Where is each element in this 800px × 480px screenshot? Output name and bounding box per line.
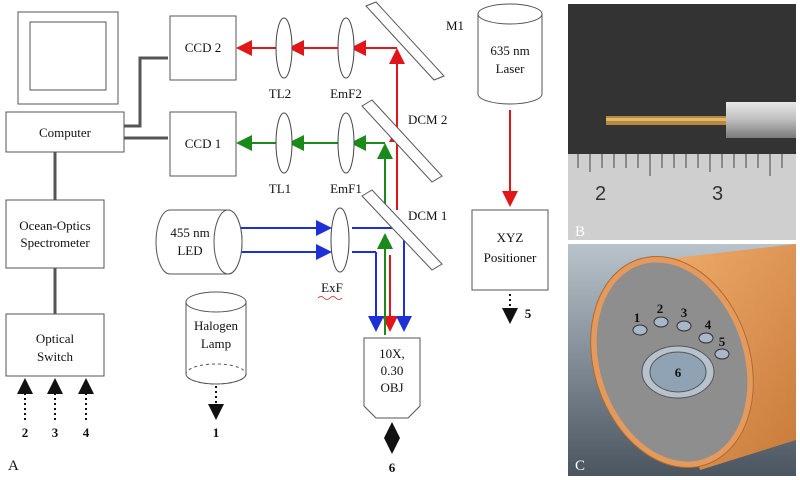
laser-source: 635 nm Laser — [477, 3, 543, 105]
spectrometer-box: Ocean-Optics Spectrometer — [5, 199, 105, 269]
panel-c-label: C — [575, 458, 585, 474]
obj-label-1: 10X, — [379, 346, 405, 361]
m1-label: M1 — [446, 18, 464, 33]
laser-label-2: Laser — [496, 61, 526, 76]
dcm1-mirror — [361, 189, 443, 271]
emf1-lens — [337, 112, 355, 174]
tl2-lens — [275, 17, 293, 79]
panel-a-label: A — [8, 458, 19, 474]
spectrometer-label-2: Spectrometer — [20, 235, 90, 250]
emf2-lens — [337, 17, 355, 79]
tl1-label: TL1 — [269, 181, 291, 196]
optical-switch-label-2: Switch — [37, 349, 74, 364]
ruler-label-3: 3 — [712, 183, 723, 205]
fiber-1-label: 1 — [634, 310, 641, 325]
port-1-label: 1 — [213, 425, 220, 440]
ccd2-label: CCD 2 — [185, 40, 221, 55]
fiber-3-label: 3 — [681, 305, 688, 320]
computer-label: Computer — [39, 125, 92, 140]
tl2-label: TL2 — [269, 86, 291, 101]
fiber-2-label: 2 — [657, 301, 664, 316]
tl1-lens — [275, 112, 293, 174]
xyz-positioner-box: XYZ Positioner — [471, 209, 549, 291]
ccd2-box: CCD 2 — [169, 15, 237, 81]
blue-beams — [240, 220, 412, 332]
halogen-label-2: Lamp — [201, 336, 231, 351]
red-beams — [236, 40, 518, 332]
panel-b-label: B — [575, 224, 585, 240]
ruler-ticks — [577, 154, 783, 176]
led-label-1: 455 nm — [170, 225, 209, 240]
panel-c-probe-render — [568, 244, 796, 476]
monitor-icon — [17, 11, 119, 105]
emf1-label: EmF1 — [330, 181, 362, 196]
port-6-label: 6 — [389, 460, 396, 475]
green-beams — [236, 135, 393, 335]
laser-label-1: 635 nm — [490, 43, 529, 58]
switch-port-arrows — [17, 378, 94, 420]
ccd1-label: CCD 1 — [185, 136, 221, 151]
fiber-5-label: 5 — [719, 334, 726, 349]
ruler-label-2: 2 — [595, 183, 606, 205]
port-5-label: 5 — [525, 306, 532, 321]
emf2-label: EmF2 — [330, 86, 362, 101]
halogen-label-1: Halogen — [194, 318, 239, 333]
xyz-label-1: XYZ — [497, 230, 524, 245]
optical-switch-box: Optical Switch — [5, 313, 105, 377]
led-label-2: LED — [177, 243, 202, 258]
obj-label-2: 0.30 — [381, 363, 404, 378]
port-2-label: 2 — [22, 425, 29, 440]
spell-underline-exf — [317, 296, 343, 300]
dcm1-label: DCM 1 — [408, 208, 447, 223]
objective: 10X, 0.30 OBJ — [363, 337, 421, 419]
dcm2-label: DCM 2 — [408, 112, 447, 127]
m1-mirror — [365, 1, 445, 81]
ccd1-box: CCD 1 — [169, 111, 237, 177]
port-4-label: 4 — [83, 425, 90, 440]
obj-label-3: OBJ — [380, 380, 403, 395]
computer-box: Computer — [5, 111, 125, 153]
optical-switch-label-1: Optical — [36, 331, 75, 346]
panel-b-photo: 2 3 — [568, 4, 796, 242]
fiber-6-label: 6 — [675, 365, 682, 380]
dcm2-mirror — [361, 99, 443, 183]
fiber-4-label: 4 — [705, 317, 712, 332]
led-source: 455 nm LED — [155, 209, 243, 275]
halogen-lamp: Halogen Lamp — [185, 291, 247, 385]
exf-label: ExF — [321, 280, 343, 295]
port-3-label: 3 — [52, 425, 59, 440]
xyz-label-2: Positioner — [484, 250, 537, 265]
cable-ccd2 — [124, 56, 168, 128]
spectrometer-label-1: Ocean-Optics — [19, 218, 90, 233]
exf-lens — [330, 207, 350, 273]
